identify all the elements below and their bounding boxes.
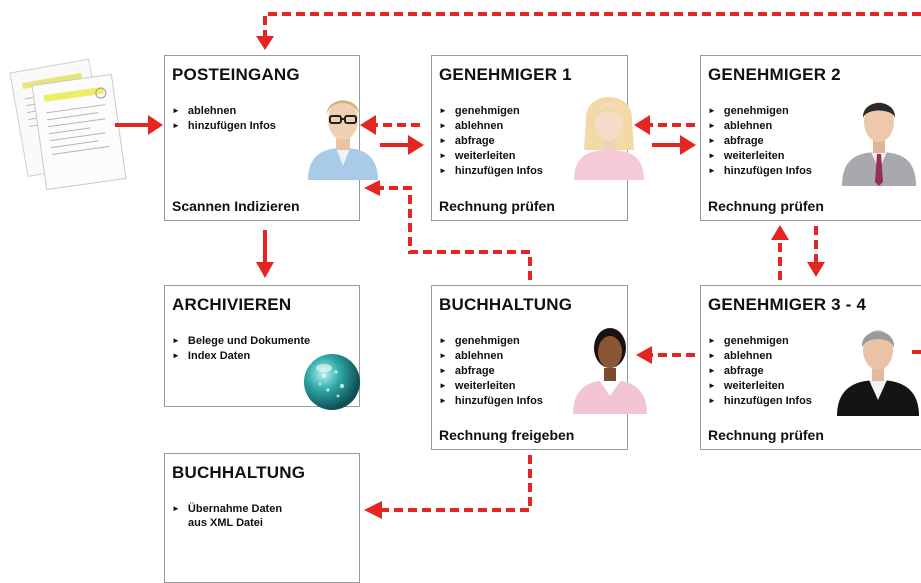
list-item: abfrage [439,134,543,149]
glass-orb-icon [304,354,360,410]
action-list: Übernahme Daten [172,502,282,517]
arrowhead-top-loop [256,36,274,50]
box-footer: Scannen Indizieren [172,198,300,214]
arrowhead-docs-in [148,115,163,135]
list-item: hinzufügen Infos [439,164,543,179]
list-item: ablehnen [708,119,812,134]
list-item: ablehnen [708,349,812,364]
arrow-buchhaltung-to-posteingang [375,186,532,280]
action-list: genehmigen ablehnen abfrage weiterleiten… [439,104,543,179]
box-footer: Rechnung freigeben [439,427,575,443]
list-item: hinzufügen Infos [708,394,812,409]
box-footer: Rechnung prüfen [708,198,824,214]
list-item: abfrage [708,134,812,149]
arrowhead-to-g2 [680,135,696,155]
list-item: Index Daten [172,349,310,364]
box-title: ARCHIVIEREN [172,295,292,314]
arrowhead-g34-to-g2 [771,225,789,240]
arrowhead-back-from-g2 [634,115,650,135]
list-item: ablehnen [172,104,276,119]
arrowhead-to-g1 [408,135,424,155]
list-item: hinzufügen Infos [708,164,812,179]
list-item: genehmigen [708,104,812,119]
action-list: genehmigen ablehnen abfrage weiterleiten… [708,104,812,179]
box-title: POSTEINGANG [172,65,300,84]
list-item: ablehnen [439,119,543,134]
list-item: weiterleiten [439,379,543,394]
gray-hair-man-icon [837,330,919,416]
list-item: hinzufügen Infos [172,119,276,134]
list-item: abfrage [708,364,812,379]
list-item: Übernahme Daten [172,502,282,517]
box-buchhaltung-uebernahme: BUCHHALTUNG Übernahme Daten aus XML Date… [164,453,360,583]
box-footer: Rechnung prüfen [708,427,824,443]
list-item: genehmigen [439,334,543,349]
man-glasses-icon [308,100,378,180]
box-buchhaltung-freigabe: BUCHHALTUNG genehmigen ablehnen abfrage … [431,285,628,450]
box-title: GENEHMIGER 1 [439,65,572,84]
arrow-top-loop [263,12,921,40]
list-item: weiterleiten [439,149,543,164]
arrowhead-g2-to-g34 [807,262,825,277]
list-item: Belege und Dokumente [172,334,310,349]
list-item: genehmigen [439,104,543,119]
box-footer: Rechnung prüfen [439,198,555,214]
businessman-icon [842,102,916,186]
action-list: genehmigen ablehnen abfrage weiterleiten… [708,334,812,409]
box-title: BUCHHALTUNG [439,295,573,314]
arrow-freigabe-to-uebernahme [378,455,532,512]
list-item: abfrage [439,364,543,379]
list-item: hinzufügen Infos [439,394,543,409]
box-title: BUCHHALTUNG [172,463,306,482]
arrowhead-g34-to-buchhaltung [636,346,652,364]
blonde-woman-icon [574,97,644,180]
list-item: weiterleiten [708,379,812,394]
arrowhead-to-archive [256,262,274,278]
list-item: weiterleiten [708,149,812,164]
action-list: Belege und Dokumente Index Daten [172,334,310,364]
box-posteingang: POSTEINGANG ablehnen hinzufügen Infos Sc… [164,55,360,221]
list-item: genehmigen [708,334,812,349]
arrowhead-back-from-g1 [360,115,376,135]
arrowhead-to-posteingang [364,180,380,196]
action-list: genehmigen ablehnen abfrage weiterleiten… [439,334,543,409]
flow-arrows [115,12,921,519]
box-title: GENEHMIGER 2 [708,65,841,84]
arrowhead-to-uebernahme [364,501,382,519]
woman-dark-hair-icon [573,328,647,414]
box-title: GENEHMIGER 3 - 4 [708,295,867,314]
list-item: ablehnen [439,349,543,364]
action-list: ablehnen hinzufügen Infos [172,104,276,134]
list-item-continuation: aus XML Datei [188,517,263,529]
